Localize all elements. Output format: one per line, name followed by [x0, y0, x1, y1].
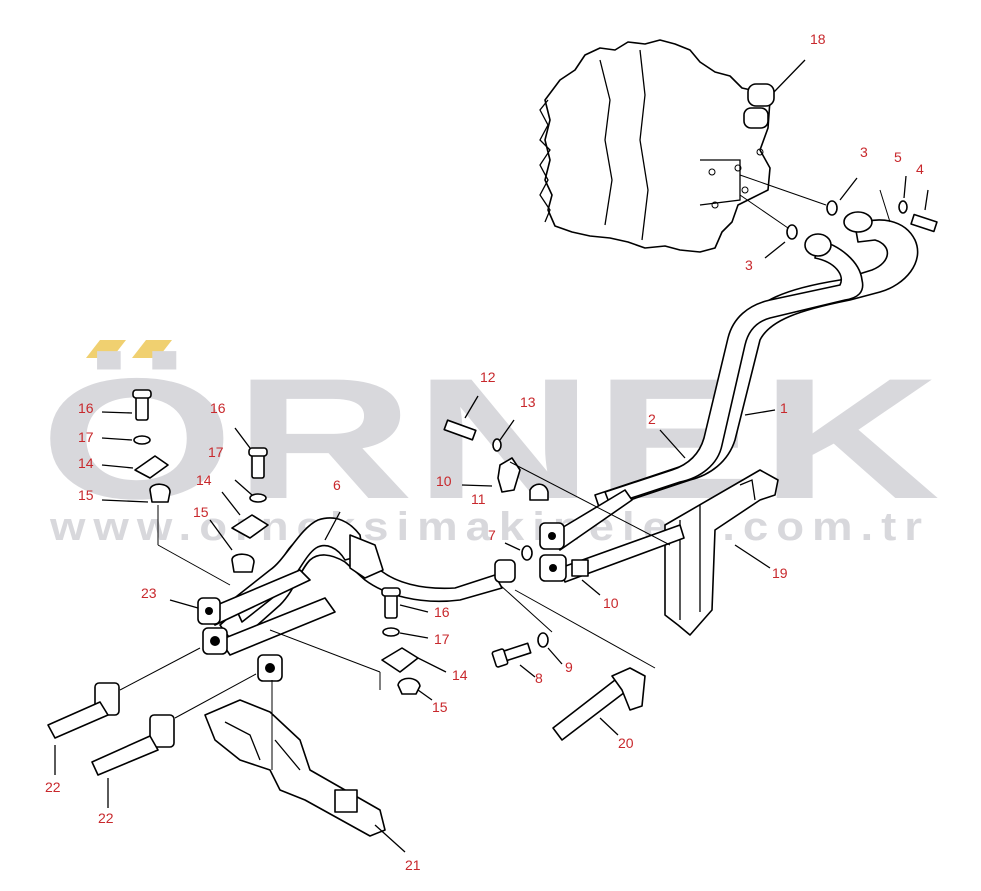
clamp-15-right: [397, 677, 421, 695]
hoses-22: [47, 647, 257, 808]
watermark: ÖRNEK www.orneksimakineleri.com.tr: [40, 340, 940, 549]
callout-17-center: 17: [208, 444, 224, 460]
callout-5: 5: [894, 149, 902, 165]
leader-1: [744, 409, 776, 416]
callout-15-right: 15: [432, 699, 448, 715]
leader-20: [599, 717, 619, 736]
callout-16-right: 16: [434, 604, 450, 620]
callout-21: 21: [405, 857, 421, 873]
clamp-14-center: [231, 514, 269, 539]
callout-17-right: 17: [434, 631, 450, 647]
washer-9: [537, 632, 549, 648]
callout-18: 18: [810, 31, 826, 47]
leader-7: [504, 542, 521, 551]
callout-13: 13: [520, 394, 536, 410]
callout-14-left: 14: [78, 455, 94, 471]
leader-2: [659, 429, 686, 459]
callout-15-left: 15: [78, 487, 94, 503]
callout-10-upper: 10: [436, 473, 452, 489]
o-ring-3-upper: [826, 200, 838, 216]
callout-16-left: 16: [78, 400, 94, 416]
callout-14-right: 14: [452, 667, 468, 683]
leader-23: [169, 599, 199, 609]
washer-17-left: [133, 435, 151, 445]
callout-12: 12: [480, 369, 496, 385]
callout-3-upper: 3: [860, 144, 868, 160]
callout-20: 20: [618, 735, 634, 751]
pipe-23: [169, 569, 336, 682]
o-ring-7: [521, 545, 533, 561]
clamp-15-center: [231, 553, 255, 573]
callout-23: 23: [141, 585, 157, 601]
clamp-group-11: [443, 395, 671, 546]
clamp-set-center: [209, 427, 269, 573]
watermark-url: www.orneksimakineleri.com.tr: [49, 505, 930, 549]
callout-19: 19: [772, 565, 788, 581]
bolt-washer-8-9: [491, 584, 563, 678]
tube-fittings-10: [539, 489, 685, 596]
watermark-umlaut-left: [86, 340, 126, 358]
leader-6: [324, 511, 341, 541]
callout-22-left: 22: [45, 779, 61, 795]
bracket-21: [204, 680, 406, 853]
clamp-14-left: [134, 455, 169, 479]
leader-10-upper: [461, 484, 493, 487]
leader-19: [734, 544, 771, 569]
callouts: 1 2 3 3 4 5 6 7 8 9 10 10 11 12 13 14 14…: [45, 31, 924, 873]
clamp-14-right: [381, 647, 419, 673]
callout-1: 1: [780, 400, 788, 416]
callout-9: 9: [565, 659, 573, 675]
pipe-2: [604, 233, 864, 506]
callout-22-right: 22: [98, 810, 114, 826]
callout-4: 4: [916, 161, 924, 177]
valve-spool-end: [747, 83, 775, 107]
clamp-15-left: [149, 483, 171, 503]
washer-17-right: [382, 627, 400, 637]
washer-5: [898, 200, 908, 214]
hose-20: [514, 589, 656, 741]
bolt-12: [443, 419, 477, 441]
callout-14-center: 14: [196, 472, 212, 488]
callout-7: 7: [488, 527, 496, 543]
leader-10-lower: [581, 579, 601, 596]
leader-21: [374, 824, 406, 853]
washer-13: [492, 438, 502, 452]
leader-18: [773, 59, 806, 93]
control-valve-block: [539, 39, 806, 253]
callout-16-center: 16: [210, 400, 226, 416]
callout-11: 11: [471, 491, 486, 507]
watermark-umlaut-right: [132, 340, 172, 358]
callout-10-lower: 10: [603, 595, 619, 611]
washer-17-center: [249, 493, 267, 503]
clamp-set-right: [269, 587, 447, 701]
callout-6: 6: [333, 477, 341, 493]
callout-15-center: 15: [193, 504, 209, 520]
valve-fittings: [739, 174, 938, 259]
watermark-word: ÖRNEK: [40, 343, 940, 535]
clamp-set-left: [101, 389, 231, 586]
bolt-4: [910, 213, 938, 233]
callout-2: 2: [648, 411, 656, 427]
o-ring-3-lower: [786, 224, 798, 240]
callout-3-lower: 3: [745, 257, 753, 273]
clamp-11: [497, 457, 521, 493]
callout-8: 8: [535, 670, 543, 686]
callout-17-left: 17: [78, 429, 94, 445]
